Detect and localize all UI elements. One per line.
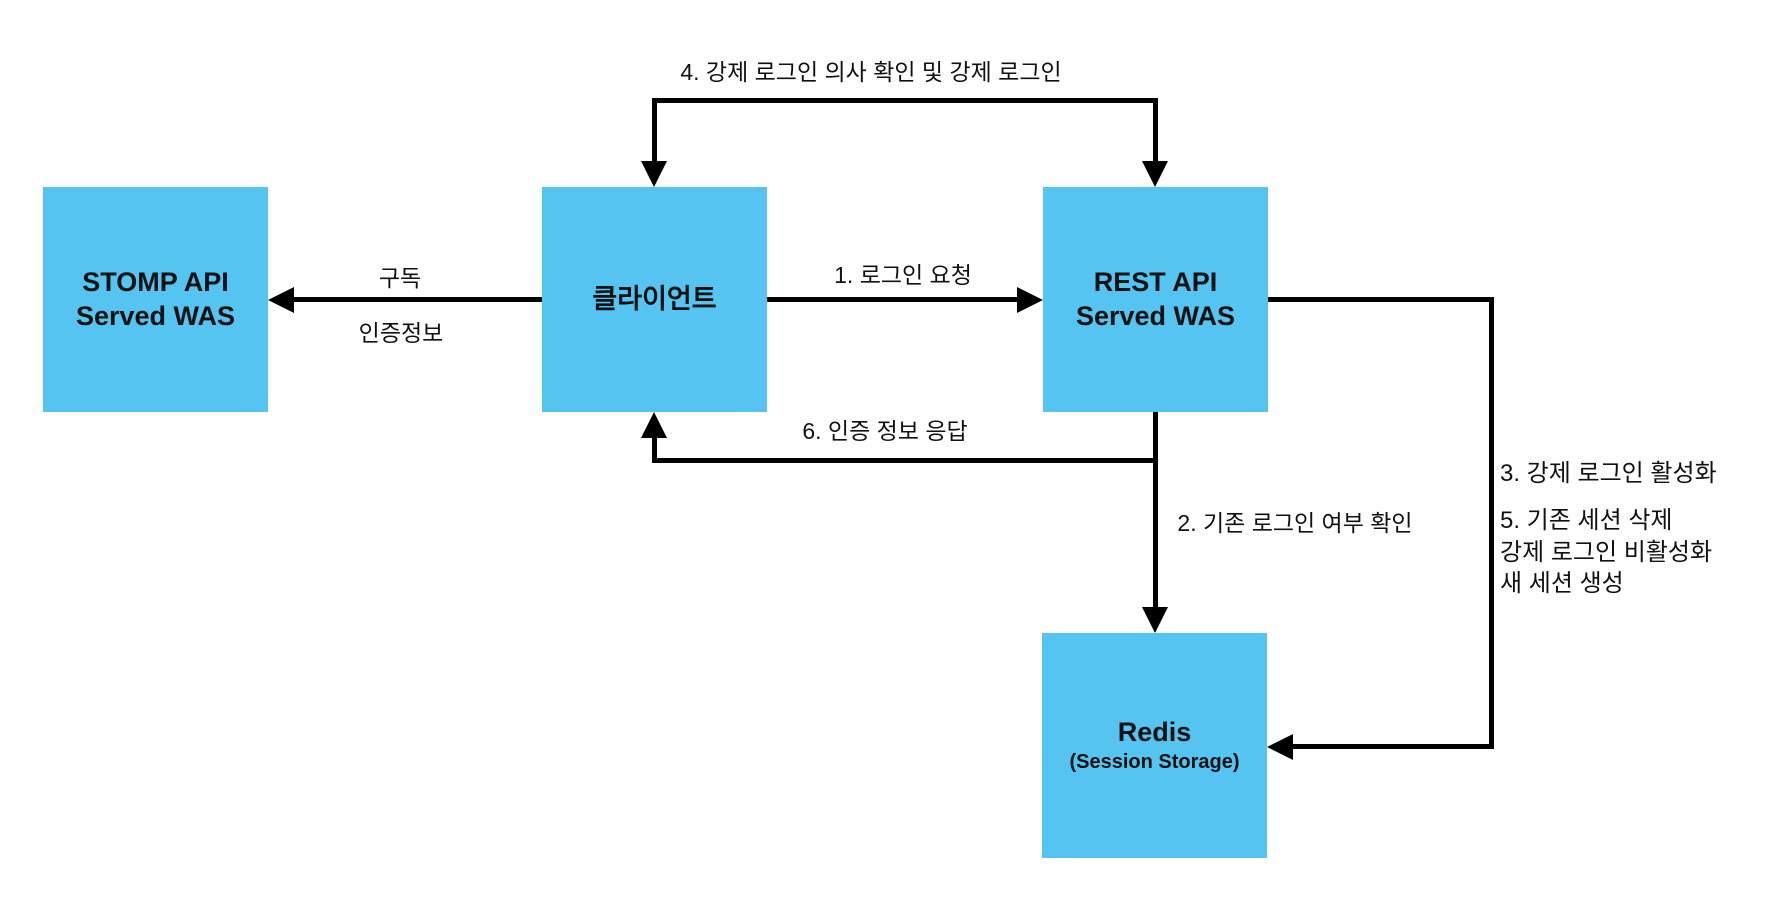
- client-label: 클라이언트: [592, 283, 717, 314]
- connector-force-login-left-drop: [652, 98, 657, 163]
- connector-subscribe-line: [292, 297, 542, 302]
- edge-label-auth-response: 6. 인증 정보 응답: [802, 418, 968, 444]
- arrowhead-left-icon: [268, 287, 294, 313]
- connector-check-existing-line: [1153, 412, 1158, 609]
- rest-was-node: REST API Served WAS: [1043, 187, 1268, 412]
- connector-auth-response-rise: [652, 436, 657, 463]
- arrowhead-right-icon: [1017, 287, 1043, 313]
- connector-redis-side-vertical: [1489, 297, 1494, 749]
- edge-label-redis-side-line4: 새 세션 생성: [1500, 570, 1624, 597]
- redis-label-line1: Redis: [1117, 716, 1192, 747]
- arrowhead-down-icon: [641, 161, 667, 187]
- connector-redis-side-bottom: [1293, 744, 1494, 749]
- arrowhead-down-icon: [1142, 607, 1168, 633]
- edge-label-redis-side-line3: 강제 로그인 비활성화: [1500, 539, 1713, 566]
- arrowhead-up-icon: [641, 412, 667, 438]
- client-node: 클라이언트: [542, 187, 767, 412]
- connector-force-login-right-drop: [1153, 98, 1158, 163]
- arrowhead-down-icon: [1142, 161, 1168, 187]
- stomp-was-label-line2: Served WAS: [75, 300, 236, 331]
- edge-label-redis-side-line2: 5. 기존 세션 삭제: [1500, 507, 1673, 534]
- rest-was-label-line1: REST API: [1093, 266, 1218, 297]
- edge-label-redis-side-line1: 3. 강제 로그인 활성화: [1500, 460, 1717, 487]
- connector-auth-response-line: [652, 458, 1158, 463]
- redis-label-line2: (Session Storage): [1069, 751, 1240, 774]
- edge-label-subscribe: 구독: [378, 265, 422, 291]
- redis-node: Redis (Session Storage): [1042, 633, 1267, 858]
- connector-force-login-top-line: [652, 98, 1158, 103]
- edge-label-check-existing: 2. 기존 로그인 여부 확인: [1177, 510, 1413, 536]
- edge-label-auth-info: 인증정보: [358, 320, 444, 346]
- rest-was-label-line2: Served WAS: [1075, 300, 1236, 331]
- stomp-was-label-line1: STOMP API: [82, 266, 229, 297]
- connector-redis-side-top: [1268, 297, 1494, 302]
- arrowhead-left-icon: [1267, 734, 1293, 760]
- edge-label-force-login-confirm: 4. 강제 로그인 의사 확인 및 강제 로그인: [680, 59, 1062, 85]
- edge-label-login-request: 1. 로그인 요청: [834, 262, 972, 288]
- connector-login-request-line: [767, 297, 1019, 302]
- stomp-was-node: STOMP API Served WAS: [43, 187, 268, 412]
